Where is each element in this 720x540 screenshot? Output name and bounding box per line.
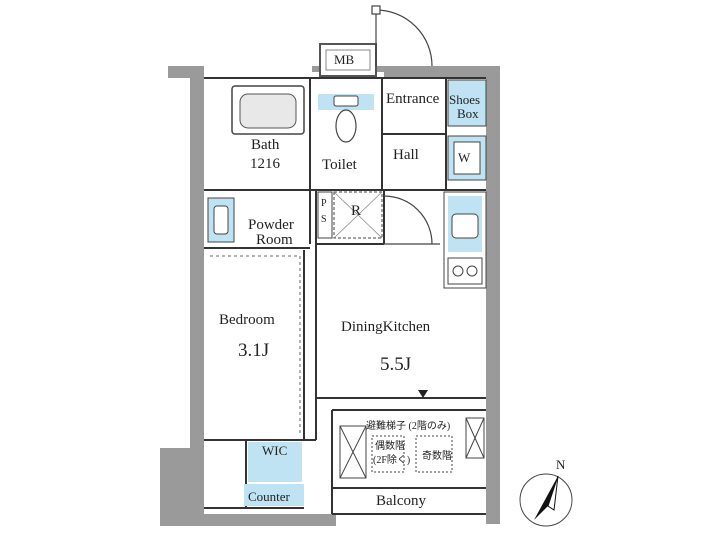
label-ps-s: S <box>321 214 327 225</box>
label-mb: MB <box>334 52 355 67</box>
label-ps-p: P <box>321 198 327 209</box>
kitchen-counter <box>443 191 487 289</box>
exterior-walls <box>160 66 500 526</box>
interior-walls <box>204 77 486 515</box>
note-escape-ladder: 避難梯子 (2階のみ) <box>366 421 451 432</box>
label-counter: Counter <box>248 489 290 504</box>
label-entrance: Entrance <box>386 91 440 107</box>
label-wic: WIC <box>262 443 288 458</box>
bathtub <box>231 85 305 135</box>
ps-and-fridge-space <box>317 191 383 239</box>
label-dining-kitchen-size: 5.5J <box>380 354 412 375</box>
toilet-fixture <box>318 94 374 143</box>
label-balcony: Balcony <box>376 493 426 509</box>
bedroom-closet-line <box>210 255 301 436</box>
label-shoes-box-2: Box <box>457 106 479 121</box>
balcony-hatches <box>339 417 485 479</box>
label-shoes-box-1: Shoes <box>449 92 481 107</box>
label-powder-room-2: Room <box>256 232 293 248</box>
label-hall: Hall <box>393 147 419 163</box>
entrance-door <box>371 5 433 67</box>
meter-box <box>319 43 377 77</box>
window-marker <box>418 390 428 398</box>
hall-door <box>383 195 440 245</box>
label-refrigerator: R <box>351 203 362 219</box>
label-powder-room-1: Powder <box>248 217 294 233</box>
label-bath-size: 1216 <box>250 156 280 172</box>
compass-icon <box>519 473 573 527</box>
label-dining-kitchen: DiningKitchen <box>341 319 431 335</box>
note-odd-floors: 奇数階 <box>422 451 452 462</box>
shoes-box <box>447 79 487 127</box>
compass-north-label: N <box>556 457 566 472</box>
label-toilet: Toilet <box>322 157 357 173</box>
label-washer: W <box>458 150 471 165</box>
note-even-floors-2: (2F除く) <box>373 455 411 466</box>
label-bedroom: Bedroom <box>219 312 275 328</box>
note-even-floors-1: 偶数階 <box>375 441 405 452</box>
powder-room-sink <box>207 197 235 243</box>
label-bath: Bath <box>251 137 280 153</box>
washer <box>447 135 487 181</box>
label-bedroom-size: 3.1J <box>238 340 270 361</box>
wic-and-counter <box>244 442 304 506</box>
